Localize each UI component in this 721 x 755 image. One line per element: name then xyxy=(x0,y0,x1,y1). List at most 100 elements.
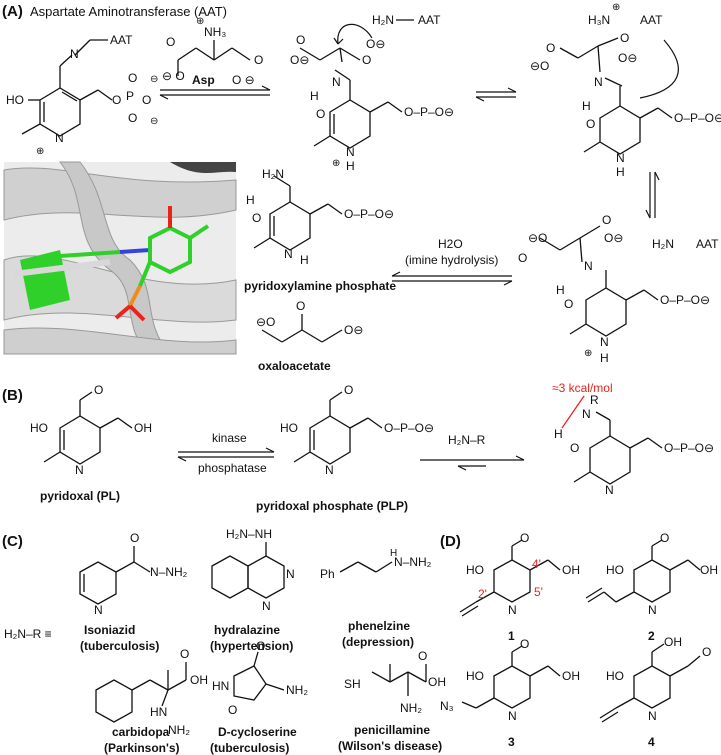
c4-ho: HO xyxy=(606,669,624,683)
ext-imine-n: N xyxy=(332,75,341,89)
q-o-5: O xyxy=(586,117,595,131)
hyd-n-2: N xyxy=(262,599,271,613)
equilibrium-arrow-a1 xyxy=(159,85,271,100)
plp-ho: HO xyxy=(280,421,298,435)
atom-number-2prime: 2' xyxy=(478,587,487,601)
carb-oh: OH xyxy=(190,673,208,687)
ext-ring-h: H xyxy=(346,159,355,173)
oxaloacetate-structure xyxy=(261,314,343,343)
ext-o-5: O xyxy=(316,107,325,121)
plp-o-ald: O xyxy=(344,383,353,397)
penicillamine-structure xyxy=(371,664,427,696)
ext-o-1: O xyxy=(296,33,305,47)
plp-structure xyxy=(293,391,383,465)
carb-nh2: NH₂ xyxy=(168,723,190,737)
pen-o: O xyxy=(418,649,427,663)
carbidopa-structure xyxy=(95,662,187,723)
drug-name-3: carbidopa xyxy=(112,725,170,739)
phenelzine-structure xyxy=(339,561,393,573)
o-atom-1: O xyxy=(112,93,121,107)
compound-4-structure xyxy=(599,643,701,723)
pen-sh: SH xyxy=(344,677,361,691)
drug-name-2: phenelzine xyxy=(348,619,410,633)
panel-c-label: (C) xyxy=(2,533,23,550)
plp-label: pyridoxal phosphate (PLP) xyxy=(256,499,408,513)
c1-o: O xyxy=(520,531,529,545)
equilibrium-arrow-b1 xyxy=(177,447,275,462)
imine-n-atom: N xyxy=(70,47,79,61)
ext-o-4: O⊖ xyxy=(366,37,385,51)
isoniazid-structure xyxy=(79,546,151,605)
compound-3-label: 3 xyxy=(508,735,515,749)
charge-minus-1: ⊖ xyxy=(150,74,158,85)
ket-n: N xyxy=(584,259,593,273)
panel-d-label: (D) xyxy=(440,533,461,550)
pmp-h2n: H₂N xyxy=(262,167,284,181)
charge-plus-asp: ⊕ xyxy=(196,16,204,27)
compound-4-label: 4 xyxy=(648,735,655,749)
plp-phosphate: O–P–O⊖ xyxy=(384,421,434,435)
iso-hydrazide: N–NH₂ xyxy=(150,565,188,579)
charge-plus-2: ⊕ xyxy=(332,158,340,169)
cyc-hn: HN xyxy=(212,679,229,693)
aat-label-1: AAT xyxy=(110,33,133,47)
drug-name-4: D-cycloserine xyxy=(218,725,297,739)
q-o-3: O xyxy=(620,31,629,45)
q-o-2: ⊖O xyxy=(530,59,549,73)
iso-o: O xyxy=(130,531,139,545)
plp-aat-imine-structure xyxy=(21,39,113,137)
carb-nh: HN xyxy=(150,705,167,719)
c1-oh: OH xyxy=(562,563,580,577)
c4-oh: OH xyxy=(664,635,682,649)
phen-h: H xyxy=(390,548,397,559)
c4-o: O xyxy=(702,645,711,659)
hyd-amine: H₂N–NH xyxy=(226,527,272,541)
ket-phosphate: O–P–O⊖ xyxy=(660,293,710,307)
c3-ho: HO xyxy=(466,669,484,683)
hyd-n-1: N xyxy=(286,567,295,581)
oxaloacetate-label: oxaloacetate xyxy=(258,359,331,373)
hydrolysis-label: (imine hydrolysis) xyxy=(405,253,498,267)
compound-2-label: 2 xyxy=(648,629,655,643)
pl-ho: HO xyxy=(30,421,48,435)
drug-use-4: (tuberculosis) xyxy=(210,741,289,755)
external-aldimine-structure xyxy=(299,47,403,149)
q-ring-n: N xyxy=(616,151,625,165)
aspartate-structure xyxy=(177,40,251,76)
ket-h: H xyxy=(556,283,565,297)
aat-label-3: AAT xyxy=(640,13,663,27)
asp-label: Asp xyxy=(192,73,215,87)
panel-b-label: (B) xyxy=(2,387,23,404)
asp-o-4: O ⊖ xyxy=(232,73,255,87)
pmp-structure xyxy=(253,175,343,251)
ext-ring-n: N xyxy=(346,145,355,159)
pyridoxal-structure xyxy=(43,391,133,465)
compound-2-structure xyxy=(585,539,701,603)
o-atom-2: O xyxy=(128,71,137,85)
drug-name-0: Isoniazid xyxy=(84,623,135,637)
drug-use-0: (tuberculosis) xyxy=(80,639,159,653)
charge-plus-4: ⊕ xyxy=(584,348,592,359)
c1-ho: HO xyxy=(466,563,484,577)
charge-minus-2: ⊖ xyxy=(150,116,158,127)
oxa-o-1: ⊖O xyxy=(256,315,275,329)
plp-ring-n: N xyxy=(325,463,334,477)
charge-plus-1: ⊕ xyxy=(36,146,44,157)
atom-number-4prime: 4' xyxy=(532,557,541,571)
quinonoid-structure xyxy=(559,37,673,155)
atom-number-5prime: 5' xyxy=(534,585,543,599)
drug-use-3: (Parkinson's) xyxy=(104,741,180,755)
sb-phosphate: O–P–O⊖ xyxy=(664,441,714,455)
pmp-label: pyridoxylamine phosphate xyxy=(244,279,396,293)
ring-n-atom-1: N xyxy=(55,131,64,145)
ket-o-5: O xyxy=(564,297,573,311)
ket-h2n: H₂N xyxy=(652,237,674,251)
q-ring-h: H xyxy=(616,165,625,179)
amine-h2n: H₂N xyxy=(372,13,394,27)
pmp-o: O xyxy=(252,211,261,225)
panel-a-title: Aspartate Aminotransferase (AAT) xyxy=(30,4,227,19)
oxa-o-2: O xyxy=(296,299,305,313)
ext-phosphate: O–P–O⊖ xyxy=(404,105,454,119)
phen-ph: Ph xyxy=(320,567,335,581)
